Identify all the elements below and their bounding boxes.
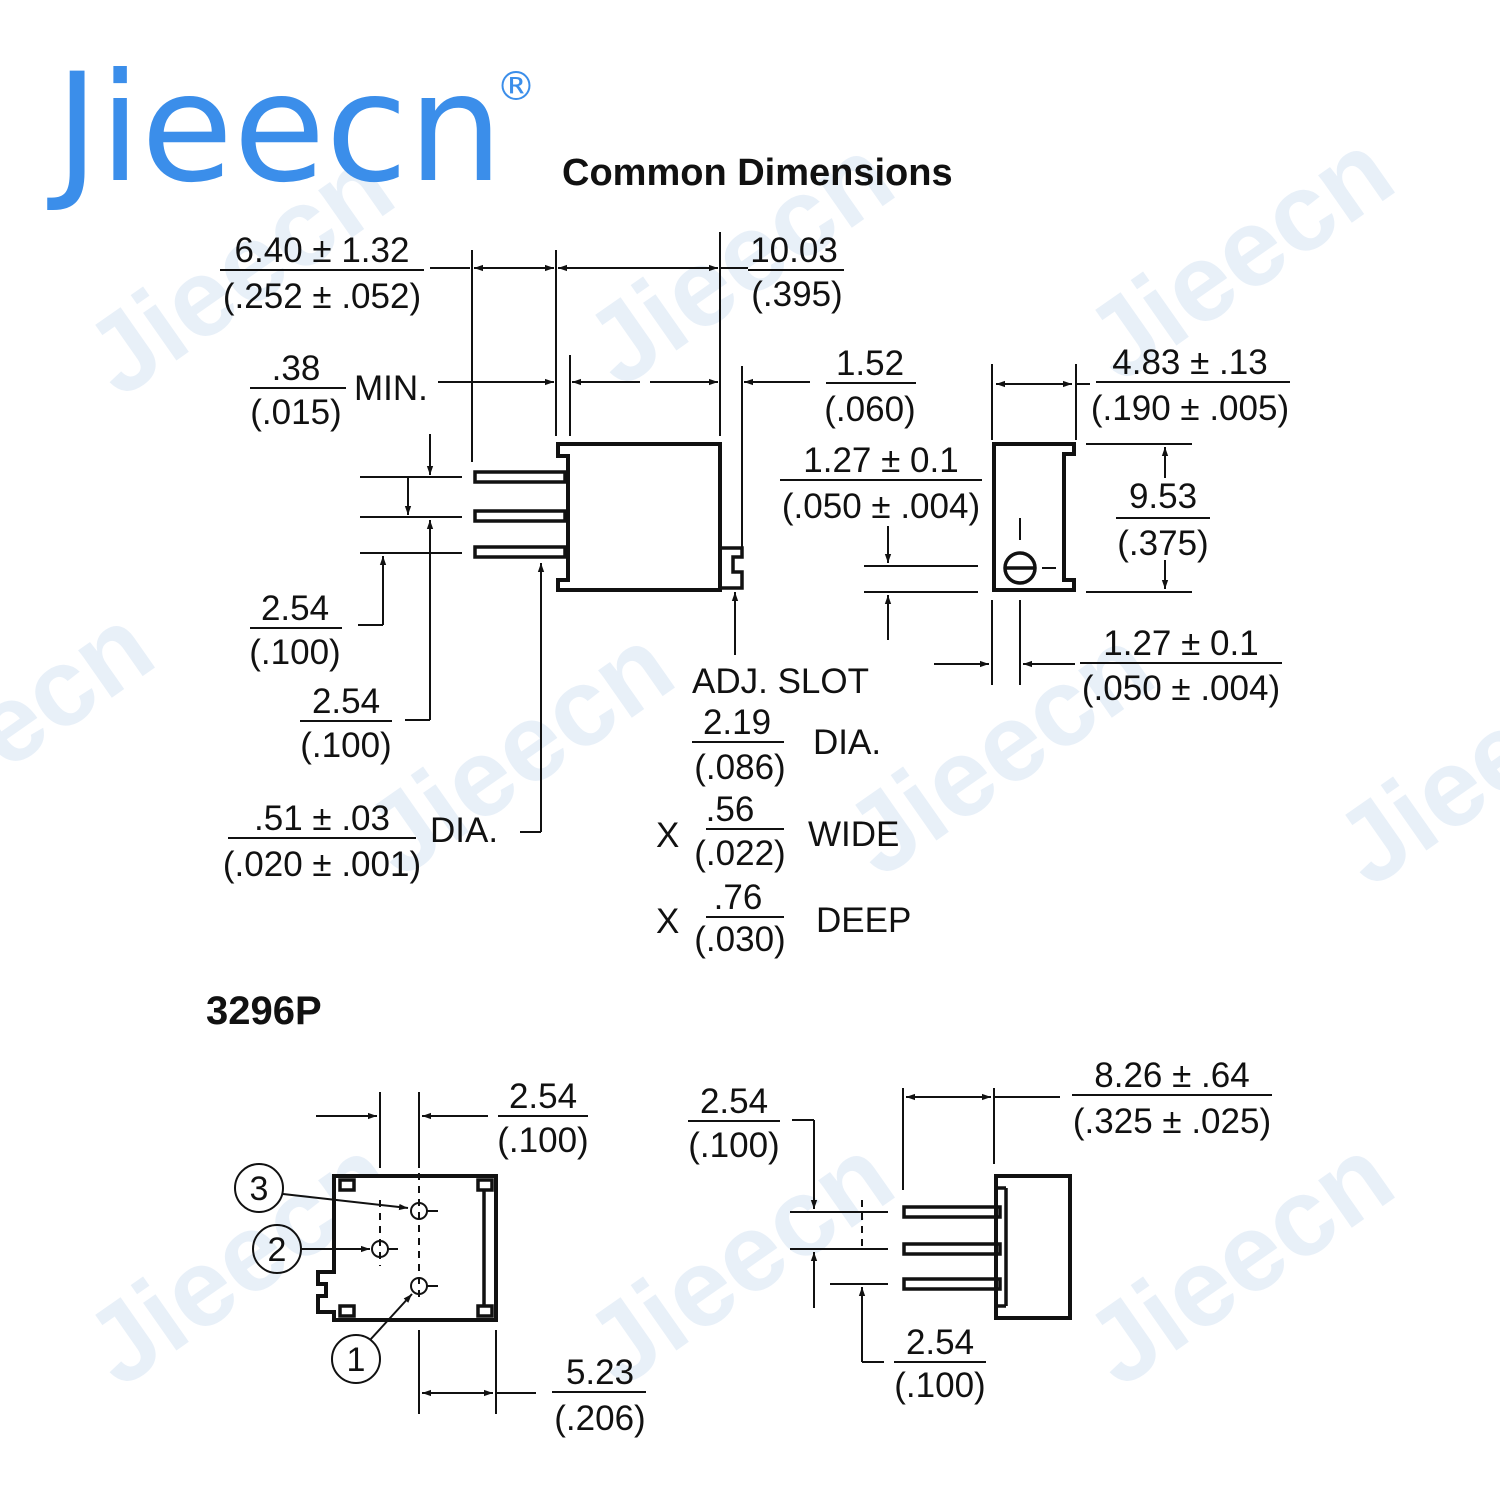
svg-text:(.100): (.100) bbox=[894, 1366, 985, 1405]
svg-text:1.27 ± 0.1: 1.27 ± 0.1 bbox=[1103, 624, 1258, 663]
watermark-4: Jieecn bbox=[0, 582, 174, 879]
svg-text:10.03: 10.03 bbox=[750, 231, 838, 270]
svg-text:(.252 ± .052): (.252 ± .052) bbox=[223, 277, 421, 316]
svg-text:.38: .38 bbox=[272, 349, 321, 388]
side-pin-1 bbox=[473, 470, 567, 484]
svg-text:(.100): (.100) bbox=[497, 1121, 588, 1160]
dim-front-pin-spacing-top: 2.54 (.100) bbox=[688, 1082, 780, 1165]
svg-text:DIA.: DIA. bbox=[430, 811, 498, 850]
dim-pin-spacing-upper: 2.54 (.100) bbox=[300, 682, 392, 765]
dim-pin-dia: .51 ± .03 (.020 ± .001) DIA. bbox=[223, 799, 498, 884]
dim-pin-spacing-lower: 2.54 (.100) bbox=[249, 589, 342, 672]
dim-pin-offset: 2.54 (.100) bbox=[497, 1077, 588, 1160]
dim-height: 9.53 (.375) bbox=[1116, 477, 1210, 563]
svg-text:(.015): (.015) bbox=[250, 393, 341, 432]
side-body bbox=[556, 442, 722, 592]
svg-text:2.54: 2.54 bbox=[700, 1082, 768, 1121]
svg-text:X: X bbox=[656, 816, 679, 855]
dim-overall: 6.40 ± 1.32 (.252 ± .052) bbox=[220, 231, 424, 316]
front-body bbox=[994, 1174, 1072, 1320]
svg-text:2.19: 2.19 bbox=[703, 703, 771, 742]
svg-text:(.190 ± .005): (.190 ± .005) bbox=[1091, 389, 1289, 428]
svg-text:(.030): (.030) bbox=[694, 920, 785, 959]
brand-logo: Jieecn bbox=[47, 42, 503, 216]
svg-text:(.375): (.375) bbox=[1117, 524, 1208, 563]
svg-text:2.54: 2.54 bbox=[312, 682, 380, 721]
svg-text:MIN.: MIN. bbox=[354, 369, 428, 408]
side-view: 6.40 ± 1.32 (.252 ± .052) 10.03 (.395) .… bbox=[220, 231, 916, 959]
svg-text:2.54: 2.54 bbox=[906, 1323, 974, 1362]
svg-text:DEEP: DEEP bbox=[816, 901, 911, 940]
watermark-7: Jieecn bbox=[1313, 612, 1500, 909]
svg-text:DIA.: DIA. bbox=[813, 723, 881, 762]
watermark-10: Jieecn bbox=[1063, 1112, 1414, 1409]
dim-slot-height: 1.27 ± 0.1 (.050 ± .004) bbox=[780, 441, 982, 526]
svg-text:1: 1 bbox=[347, 1341, 366, 1379]
side-pin-2 bbox=[473, 509, 567, 523]
front-pin-2 bbox=[902, 1242, 1002, 1256]
dim-row-offset: 5.23 (.206) bbox=[552, 1353, 646, 1438]
svg-text:.76: .76 bbox=[714, 878, 763, 917]
dim-front-pin-spacing-bottom: 2.54 (.100) bbox=[894, 1323, 986, 1405]
svg-text:X: X bbox=[656, 902, 679, 941]
pin-3-callout bbox=[234, 1163, 284, 1213]
svg-text:(.022): (.022) bbox=[694, 834, 785, 873]
model-label: 3296P bbox=[206, 989, 322, 1033]
adjust-screw bbox=[1003, 551, 1037, 585]
svg-text:(.060): (.060) bbox=[824, 390, 915, 429]
svg-text:2: 2 bbox=[268, 1231, 287, 1269]
svg-text:6.40 ± 1.32: 6.40 ± 1.32 bbox=[235, 231, 410, 270]
svg-text:.51 ± .03: .51 ± .03 bbox=[254, 799, 390, 838]
svg-text:ADJ. SLOT: ADJ. SLOT bbox=[692, 662, 869, 701]
svg-text:2.54: 2.54 bbox=[261, 589, 329, 628]
bottom-view: 3 2 1 2.54 (.100) 5.23 (.206) bbox=[234, 1077, 646, 1438]
dim-thickness: 4.83 ± .13 (.190 ± .005) bbox=[1091, 343, 1290, 428]
end-view: 4.83 ± .13 (.190 ± .005) 9.53 (.375) 1.2… bbox=[780, 343, 1290, 708]
svg-text:9.53: 9.53 bbox=[1129, 477, 1197, 516]
svg-text:(.395): (.395) bbox=[751, 275, 842, 314]
dim-body-width: 10.03 (.395) bbox=[748, 231, 844, 314]
svg-text:(.206): (.206) bbox=[554, 1399, 645, 1438]
dim-standoff: .38 (.015) MIN. bbox=[250, 349, 428, 432]
svg-text:(.050 ± .004): (.050 ± .004) bbox=[1082, 669, 1280, 708]
svg-text:5.23: 5.23 bbox=[566, 1353, 634, 1392]
svg-text:2.54: 2.54 bbox=[509, 1077, 577, 1116]
svg-text:(.020 ± .001): (.020 ± .001) bbox=[223, 845, 421, 884]
svg-text:4.83 ± .13: 4.83 ± .13 bbox=[1112, 343, 1267, 382]
svg-text:(.100): (.100) bbox=[300, 726, 391, 765]
svg-text:WIDE: WIDE bbox=[808, 815, 899, 854]
svg-text:3: 3 bbox=[250, 1170, 269, 1208]
svg-text:8.26 ± .64: 8.26 ± .64 bbox=[1094, 1056, 1249, 1095]
registered-mark: ® bbox=[496, 64, 536, 110]
svg-text:(.086): (.086) bbox=[694, 748, 785, 787]
svg-text:(.325 ± .025): (.325 ± .025) bbox=[1073, 1102, 1271, 1141]
side-pin-3 bbox=[473, 545, 567, 559]
dim-slot-width: 1.27 ± 0.1 (.050 ± .004) bbox=[1080, 624, 1282, 708]
adj-slot-spec: ADJ. SLOT 2.19 (.086) DIA. X .56 (.022) … bbox=[656, 662, 911, 959]
dim-slot-offset: 1.52 (.060) bbox=[824, 344, 916, 429]
svg-text:(.100): (.100) bbox=[688, 1126, 779, 1165]
svg-text:(.050 ± .004): (.050 ± .004) bbox=[782, 487, 980, 526]
front-view: 2.54 (.100) 2.54 (.100) 8.26 ± .64 (.325… bbox=[688, 1056, 1272, 1405]
svg-text:1.52: 1.52 bbox=[836, 344, 904, 383]
front-pin-1 bbox=[902, 1205, 1002, 1219]
page-title: Common Dimensions bbox=[562, 152, 953, 194]
dim-lead-length: 8.26 ± .64 (.325 ± .025) bbox=[1072, 1056, 1272, 1141]
svg-text:(.100): (.100) bbox=[249, 633, 340, 672]
pin-1-callout bbox=[331, 1334, 381, 1384]
bottom-body bbox=[316, 1174, 498, 1322]
svg-text:1.27 ± 0.1: 1.27 ± 0.1 bbox=[803, 441, 958, 480]
svg-text:.56: .56 bbox=[706, 790, 755, 829]
front-pin-3 bbox=[902, 1277, 1002, 1291]
